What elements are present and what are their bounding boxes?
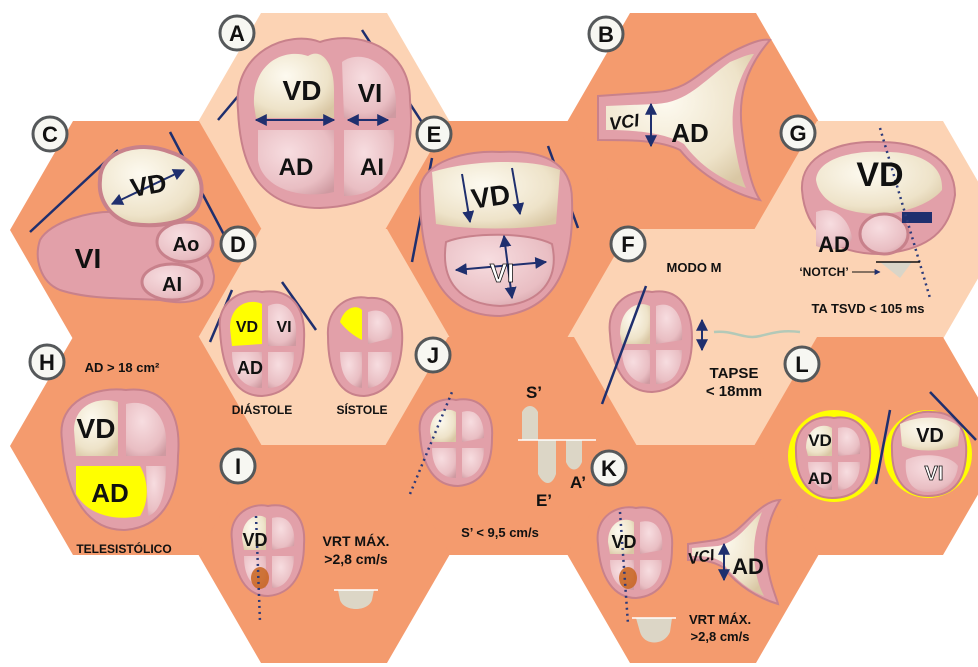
panel-b-vci-label: VCI bbox=[608, 110, 641, 134]
panel-b-badge[interactable]: B bbox=[598, 22, 614, 47]
panel-b-ra-label: AD bbox=[671, 118, 709, 148]
panel-k-ra-label: AD bbox=[732, 554, 764, 579]
panel-l-ra-label: AD bbox=[808, 469, 833, 488]
panel-h-phase-label: TELESISTÓLICO bbox=[76, 541, 171, 556]
panel-f-mode-label: MODO M bbox=[667, 260, 722, 275]
panel-i-vrt-2-label: >2,8 cm/s bbox=[324, 551, 388, 567]
panel-j-a-wave-label: A’ bbox=[570, 473, 586, 492]
panel-a-lv-label: VI bbox=[358, 78, 383, 108]
panel-a-rv-label: VD bbox=[283, 75, 322, 106]
panel-d-badge[interactable]: D bbox=[230, 232, 246, 257]
panel-i-vrt-1-label: VRT MÁX. bbox=[323, 533, 390, 549]
panel-k-badge[interactable]: K bbox=[601, 456, 617, 481]
panel-h-criterion-label: AD > 18 cm² bbox=[85, 360, 160, 375]
panel-f-tapse-value-label: < 18mm bbox=[706, 383, 762, 400]
panel-e-lv-label: VI bbox=[490, 258, 515, 288]
panel-l-lv-label: VI bbox=[925, 463, 944, 485]
panel-k-vrt-2-label: >2,8 cm/s bbox=[691, 629, 750, 644]
panel-l-badge[interactable]: L bbox=[795, 352, 808, 377]
panel-c-badge[interactable]: C bbox=[42, 122, 58, 147]
panel-g-rv-label: VD bbox=[856, 156, 903, 194]
panel-c-ao-label: Ao bbox=[173, 234, 200, 256]
panel-h-ra-label: AD bbox=[91, 478, 129, 508]
panel-h-rv-label: VD bbox=[77, 413, 116, 444]
panel-l-rv-label: VD bbox=[808, 431, 832, 450]
panel-d-systole-label: SÍSTOLE bbox=[336, 402, 387, 417]
panel-a-la-label: AI bbox=[360, 154, 384, 181]
panel-l-rv2-label: VD bbox=[916, 425, 944, 447]
panel-d-lv-label: VI bbox=[276, 319, 291, 336]
panel-a-badge[interactable]: A bbox=[229, 21, 245, 46]
panel-d-ra-label: AD bbox=[237, 358, 263, 378]
panel-k-vrt-1-label: VRT MÁX. bbox=[689, 612, 751, 627]
panel-j-criterion-label: S’ < 9,5 cm/s bbox=[461, 525, 539, 540]
hexagon-layer bbox=[10, 13, 978, 663]
panel-f-tapse-label: TAPSE bbox=[710, 365, 759, 382]
panel-k-rv-label: VD bbox=[611, 532, 636, 552]
panel-g-notch-label: ‘NOTCH’ bbox=[799, 265, 848, 279]
panel-e-badge[interactable]: E bbox=[427, 122, 442, 147]
panel-f-badge[interactable]: F bbox=[621, 232, 634, 257]
panel-e-rv-label: VD bbox=[469, 179, 512, 215]
panel-j-badge[interactable]: J bbox=[427, 343, 439, 368]
panel-a-ra-label: AD bbox=[279, 154, 314, 181]
panel-i-rv-label: VD bbox=[242, 530, 267, 550]
panel-i-badge[interactable]: I bbox=[235, 454, 241, 479]
panel-j-s-wave-label: S’ bbox=[526, 383, 542, 402]
panel-c-lv-label: VI bbox=[75, 243, 101, 274]
panel-c-la-label: AI bbox=[162, 274, 182, 296]
panel-c-rv-label: VD bbox=[128, 167, 169, 203]
panel-g-measure-label: TA TSVD < 105 ms bbox=[811, 301, 924, 316]
panel-j-e-wave-label: E’ bbox=[536, 491, 552, 510]
panel-g-badge[interactable]: G bbox=[789, 121, 806, 146]
panel-g-ra-label: AD bbox=[818, 232, 850, 257]
panel-d-diastole-label: DIÁSTOLE bbox=[232, 402, 292, 417]
panel-d-rv-label: VD bbox=[236, 319, 258, 336]
panel-h-badge[interactable]: H bbox=[39, 350, 55, 375]
